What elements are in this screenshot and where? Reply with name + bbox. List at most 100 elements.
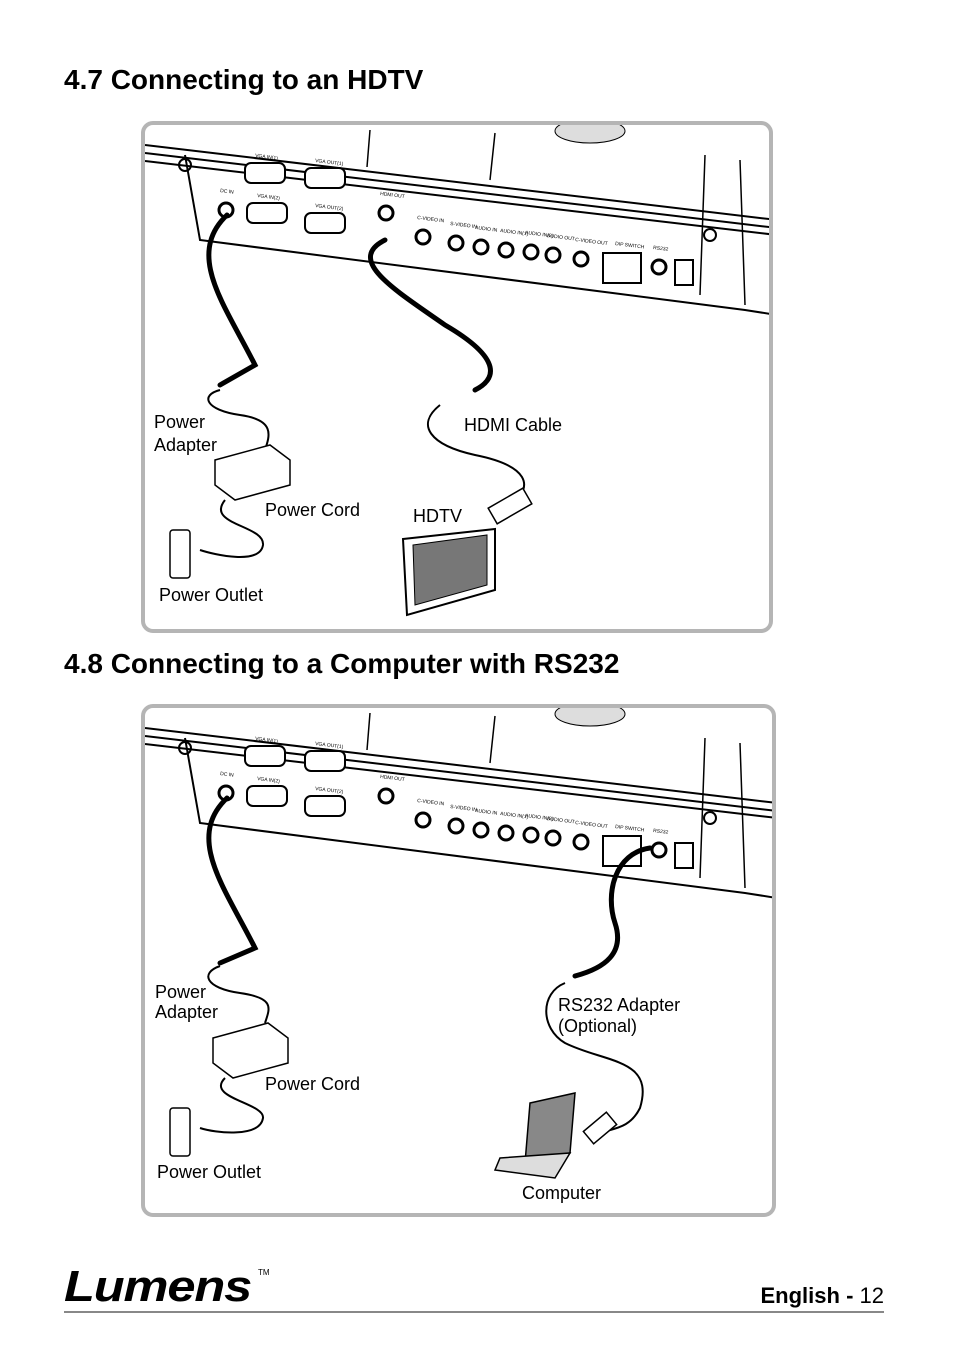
page-footer: English - 12 [760,1283,884,1309]
dc-power-cable [206,795,259,966]
device-seam-lines [366,712,746,889]
port-jack [572,833,590,851]
usb-port [674,259,694,286]
vga-port [246,785,288,807]
adapter-lead [207,965,270,1024]
port-jack [447,234,465,252]
screw [703,811,717,825]
label-rs232-adapter: RS232 Adapter [558,995,681,1015]
port-label: DIP SWITCH [615,824,645,834]
port-label: AUDIO IN [475,225,498,234]
port-label: AUDIO IN(2) [525,813,554,822]
label-computer: Computer [522,1183,602,1203]
port-label: VGA IN(1) [255,153,279,162]
port-label: C-VIDEO OUT [575,820,608,830]
port-jack [572,250,590,268]
vga-port [304,167,346,189]
footer-rule [64,1311,884,1313]
device-seam-lines [366,129,746,306]
label-hdmi-cable: HDMI Cable [464,415,563,435]
port-label: DC IN [220,188,235,196]
vga-port [304,750,346,772]
port-label: AUDIO IN(1) [500,228,529,237]
port-jack [377,204,395,222]
label-hdtv: HDTV [413,506,462,526]
camera-base [554,125,626,144]
port-jack [522,826,540,844]
trademark-mark: TM [258,1268,270,1277]
camera-base [554,708,626,727]
port-label: DIP SWITCH [615,241,645,251]
section-heading-hdtv: 4.7 Connecting to an HDTV [64,64,424,95]
hdmi-plug [487,487,533,525]
label-adapter: Adapter [154,435,218,455]
label-power-cord: Power Cord [265,1074,361,1094]
port-label: VGA OUT(1) [315,158,344,167]
screw [178,741,192,755]
rs232-adapter-lead [545,982,644,1134]
adapter-lead [207,389,270,451]
vga-port [304,795,346,817]
port-label: VGA IN(1) [255,736,279,745]
power-adapter-icon [214,444,291,501]
port-jack [414,228,432,246]
dip-switch [602,252,642,284]
port-label: S-VIDEO IN [450,221,478,230]
port-jack [497,824,515,842]
port-label: AUDIO OUT [547,816,575,825]
hdtv-screen [412,534,488,606]
screw [703,228,717,242]
page-number: 12 [859,1283,884,1308]
port-jack [414,811,432,829]
port-jack [447,817,465,835]
label-adapter: Adapter [155,1002,219,1022]
device-bottom-edge [184,154,769,315]
port-jack [472,821,490,839]
port-jack [377,787,395,805]
label-power: Power [154,412,206,432]
port-label: C-VIDEO OUT [575,237,608,247]
port-jack [522,243,540,261]
port-label: RS232 [653,828,669,836]
port-jack [544,246,562,264]
port-label: VGA OUT(2) [315,203,344,212]
port-label: AUDIO OUT [547,233,575,242]
screw [178,158,192,172]
serial-plug [582,1111,618,1145]
port-jack [650,258,668,276]
dc-power-cable [206,212,259,388]
vga-port [304,212,346,234]
section-heading-rs232: 4.8 Connecting to a Computer with RS232 [64,648,620,679]
power-adapter-icon [212,1022,289,1079]
hdmi-cable [368,237,493,393]
lumens-logo: Lumens [64,1262,252,1311]
port-label: S-VIDEO IN [450,804,478,813]
device-bottom-edge [184,737,772,899]
port-label: C-VIDEO IN [417,215,445,224]
footer-separator: - [846,1283,854,1308]
vga-port [244,162,286,184]
port-label: AUDIO IN [475,808,498,817]
port-label: AUDIO IN(2) [525,230,554,239]
label-optional: (Optional) [558,1016,638,1036]
port-label: AUDIO IN(1) [500,811,529,820]
label-power-outlet: Power Outlet [159,585,264,605]
power-outlet-icon [169,529,191,579]
power-cord-cable [199,1077,264,1134]
port-label: DC IN [220,771,235,779]
vga-port [244,745,286,767]
usb-port [674,842,694,869]
power-cord-cable [199,499,265,558]
port-label: C-VIDEO IN [417,798,445,807]
rs232-cable [572,845,653,979]
port-label: VGA IN(2) [257,776,281,785]
label-power: Power [155,982,207,1002]
vga-port [246,202,288,224]
label-power-outlet: Power Outlet [157,1162,262,1182]
port-label: VGA OUT(1) [315,741,344,750]
port-label: RS232 [653,245,669,253]
